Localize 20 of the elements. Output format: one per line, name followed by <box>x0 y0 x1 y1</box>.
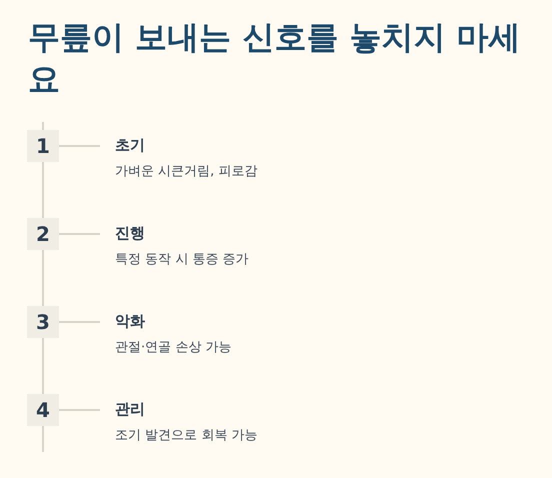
step-description: 특정 동작 시 통증 증가 <box>115 251 250 269</box>
title: 무릎이 보내는 신호를 놓치지 마세요 <box>28 17 522 100</box>
step-description: 조기 발견으로 회복 가능 <box>115 427 258 445</box>
step-number: 2 <box>27 218 59 250</box>
step-number: 1 <box>27 130 59 162</box>
step-number: 3 <box>27 306 59 338</box>
step-heading: 악화 <box>115 311 146 332</box>
step-heading: 관리 <box>115 399 146 420</box>
step-heading: 초기 <box>115 135 146 156</box>
connector-line <box>42 162 44 218</box>
step-description: 관절·연골 손상 가능 <box>115 339 232 357</box>
step-heading: 진행 <box>115 223 146 244</box>
connector-line <box>59 321 100 323</box>
connector-line <box>42 250 44 306</box>
connector-line <box>42 338 44 394</box>
connector-line <box>59 409 100 411</box>
connector-line <box>59 233 100 235</box>
connector-line <box>59 145 100 147</box>
step-description: 가벼운 시큰거림, 피로감 <box>115 163 258 181</box>
step-number: 4 <box>27 394 59 426</box>
